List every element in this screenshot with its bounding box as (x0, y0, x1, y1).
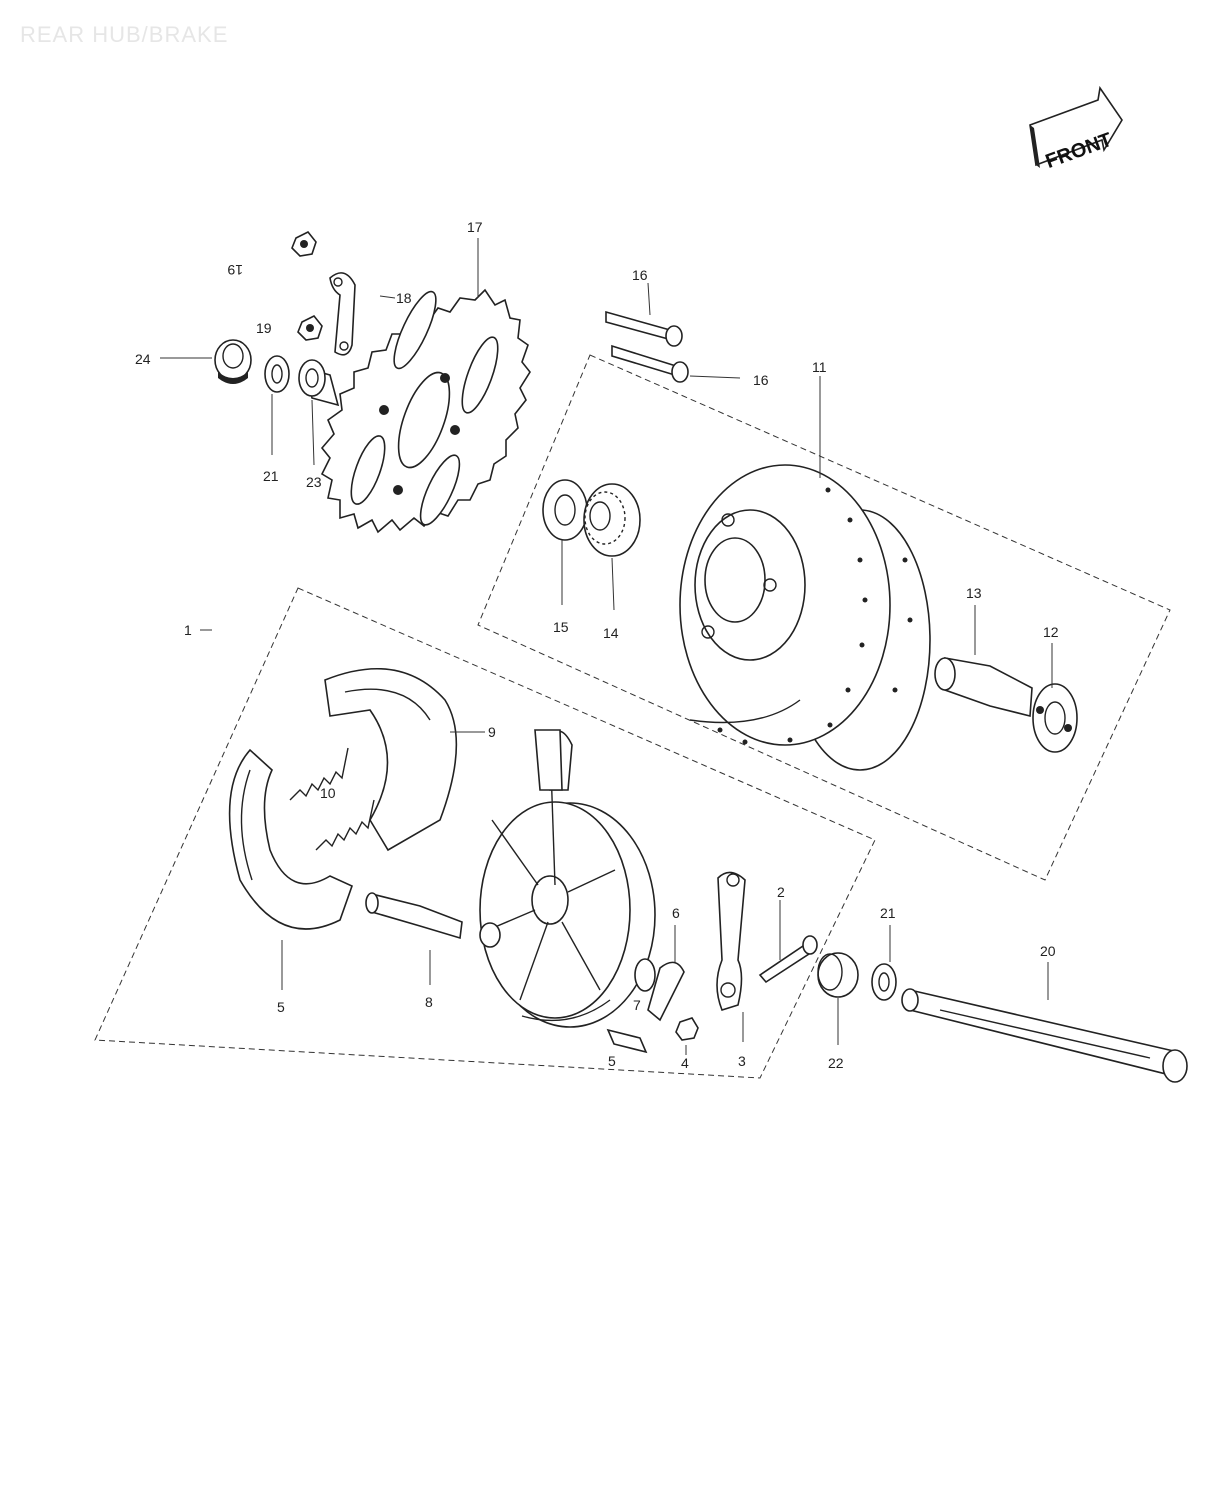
plate-6 (647, 961, 685, 1022)
axle-20 (901, 988, 1188, 1083)
sleeve-13 (934, 657, 1033, 718)
collar-22 (817, 952, 859, 998)
callout-1: 1 (184, 622, 192, 638)
bolt-16-lower (611, 344, 689, 383)
callout-5-shoe: 5 (277, 999, 285, 1015)
callout-7: 7 (633, 997, 641, 1013)
brake-spring-lower (315, 799, 375, 851)
bearing-12 (1032, 683, 1078, 753)
bearing-14 (583, 483, 641, 557)
callout-19-upper: 19 (227, 262, 243, 278)
callout-16-lower: 16 (753, 372, 769, 388)
sprocket-nut-upper (291, 230, 317, 257)
leader-lines (160, 238, 1053, 1055)
callout-15: 15 (553, 619, 569, 635)
brake-shoe-upper (324, 668, 458, 852)
callout-9: 9 (488, 724, 496, 740)
callout-16-upper: 16 (632, 267, 648, 283)
washer-21-lower (871, 963, 897, 1001)
callout-21-lower: 21 (880, 905, 896, 921)
callout-24: 24 (135, 351, 151, 367)
lock-plate (329, 272, 356, 356)
indicator-7 (634, 958, 656, 992)
callout-5-seal: 5 (608, 1053, 616, 1069)
callout-12: 12 (1043, 624, 1059, 640)
callout-8: 8 (425, 994, 433, 1010)
bolt-2 (758, 935, 818, 984)
callout-labels: 1 2 3 4 5 5 6 7 8 9 10 11 12 13 14 15 16… (135, 219, 1059, 1071)
oil-seal-15 (542, 479, 588, 541)
callout-10: 10 (320, 785, 336, 801)
callout-20: 20 (1040, 943, 1056, 959)
washer-21-upper (264, 355, 290, 393)
cam-lever-3 (716, 871, 746, 1011)
dust-seal-5 (606, 1028, 648, 1054)
brake-assembly-outline (94, 587, 876, 1079)
axle-nut-24 (214, 339, 252, 384)
nut-4 (675, 1017, 699, 1041)
sprocket (320, 288, 531, 534)
front-arrow-icon: FRONT (1029, 85, 1123, 173)
callout-6: 6 (672, 905, 680, 921)
callout-13: 13 (966, 585, 982, 601)
brake-spring-upper (289, 747, 349, 801)
callout-23: 23 (306, 474, 322, 490)
callout-19-lower: 19 (256, 320, 272, 336)
callout-21-upper: 21 (263, 468, 279, 484)
callout-3: 3 (738, 1053, 746, 1069)
callout-11: 11 (812, 359, 827, 375)
bolt-16-upper (605, 310, 683, 347)
callout-2: 2 (777, 884, 785, 900)
callout-18: 18 (396, 290, 412, 306)
callout-4: 4 (681, 1055, 689, 1071)
rear-hub (679, 464, 931, 771)
brake-panel (479, 729, 656, 1028)
callout-22: 22 (828, 1055, 844, 1071)
diagram-title: REAR HUB/BRAKE (20, 22, 229, 47)
brake-cam-8 (365, 892, 463, 940)
callout-14: 14 (603, 625, 619, 641)
hub-assembly-outline (477, 354, 1171, 881)
callout-17: 17 (467, 219, 483, 235)
sprocket-nut-lower (297, 314, 323, 341)
collar-23 (298, 359, 340, 407)
brake-shoe-lower (228, 748, 353, 930)
